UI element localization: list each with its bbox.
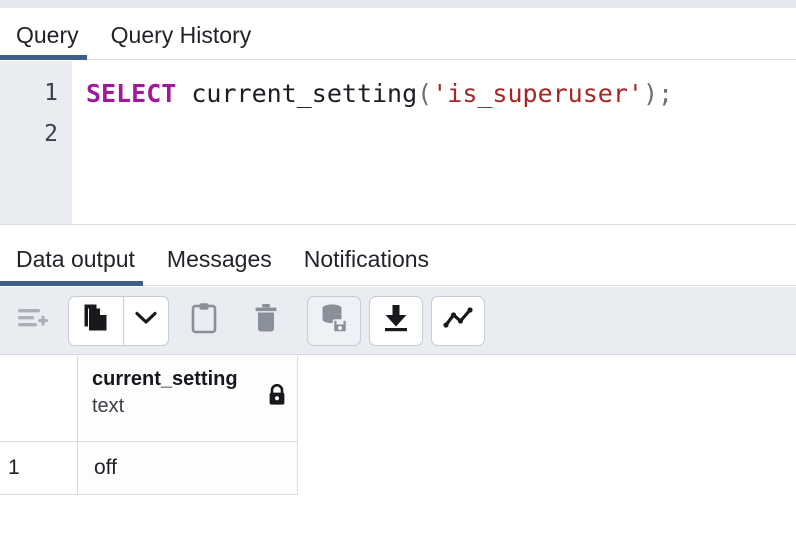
- tab-data-output-active-indicator: [0, 281, 143, 286]
- paste-icon: [190, 302, 218, 339]
- result-grid: current_setting text 1 off: [0, 356, 298, 495]
- tab-data-output-label: Data output: [16, 246, 135, 272]
- sql-editor[interactable]: 1 2 SELECT current_setting('is_superuser…: [0, 61, 796, 225]
- copy-button[interactable]: [69, 297, 123, 345]
- row-number-cell: 1: [0, 442, 78, 494]
- tab-query-history-label: Query History: [110, 22, 252, 48]
- tab-notifications-label: Notifications: [303, 246, 430, 272]
- copy-group-divider: [123, 296, 124, 345]
- tab-query-history[interactable]: Query History: [95, 24, 268, 59]
- output-tab-bar: Data output Messages Notifications: [0, 226, 796, 286]
- line-number: 2: [44, 121, 58, 147]
- save-data-changes-button[interactable]: [307, 295, 361, 346]
- sql-close-paren: ): [642, 79, 658, 108]
- lock-icon: [267, 383, 287, 406]
- download-results-button[interactable]: [369, 295, 423, 346]
- database-save-icon: [319, 303, 349, 338]
- delete-row-button[interactable]: [239, 296, 293, 346]
- tab-query[interactable]: Query: [0, 22, 95, 60]
- chevron-down-icon: [135, 311, 157, 330]
- copy-button-group[interactable]: [68, 295, 169, 346]
- tab-query-active-indicator: [0, 55, 87, 60]
- column-type: text: [92, 395, 125, 417]
- table-row[interactable]: 1 off: [0, 442, 298, 495]
- column-header-current-setting[interactable]: current_setting text: [78, 356, 298, 441]
- graph-visualiser-button[interactable]: [431, 295, 485, 346]
- line-number: 1: [44, 80, 58, 106]
- tab-messages[interactable]: Messages: [151, 248, 288, 285]
- result-toolbar: [0, 287, 796, 355]
- code-line-1: SELECT current_setting('is_superuser');: [86, 73, 796, 114]
- result-grid-header: current_setting text: [0, 356, 298, 442]
- code-line-2: [86, 114, 796, 155]
- top-strip: [0, 0, 796, 8]
- row-number-header-cell: [0, 356, 78, 441]
- sql-open-paren: (: [417, 79, 433, 108]
- tab-notifications[interactable]: Notifications: [288, 248, 445, 285]
- tab-query-label: Query: [16, 22, 79, 48]
- copy-icon: [82, 303, 110, 338]
- copy-options-button[interactable]: [124, 297, 168, 345]
- sql-function-name: current_setting: [191, 79, 418, 108]
- sql-semicolon: ;: [658, 79, 674, 108]
- query-tab-bar: Query Query History: [0, 8, 796, 60]
- download-icon: [382, 303, 410, 338]
- editor-code-area[interactable]: SELECT current_setting('is_superuser');: [72, 61, 796, 224]
- sql-string-literal: 'is_superuser': [432, 79, 643, 108]
- sql-space: [176, 79, 191, 108]
- add-row-icon: [18, 305, 48, 336]
- paste-button[interactable]: [177, 296, 231, 346]
- add-row-button[interactable]: [6, 296, 60, 346]
- trash-icon: [253, 303, 279, 338]
- cell-current-setting[interactable]: off: [78, 442, 298, 494]
- editor-gutter: 1 2: [0, 61, 72, 224]
- column-name: current_setting: [92, 368, 238, 390]
- tab-data-output[interactable]: Data output: [0, 246, 151, 286]
- tab-messages-label: Messages: [166, 246, 272, 272]
- line-chart-icon: [443, 306, 473, 335]
- sql-keyword: SELECT: [86, 79, 177, 108]
